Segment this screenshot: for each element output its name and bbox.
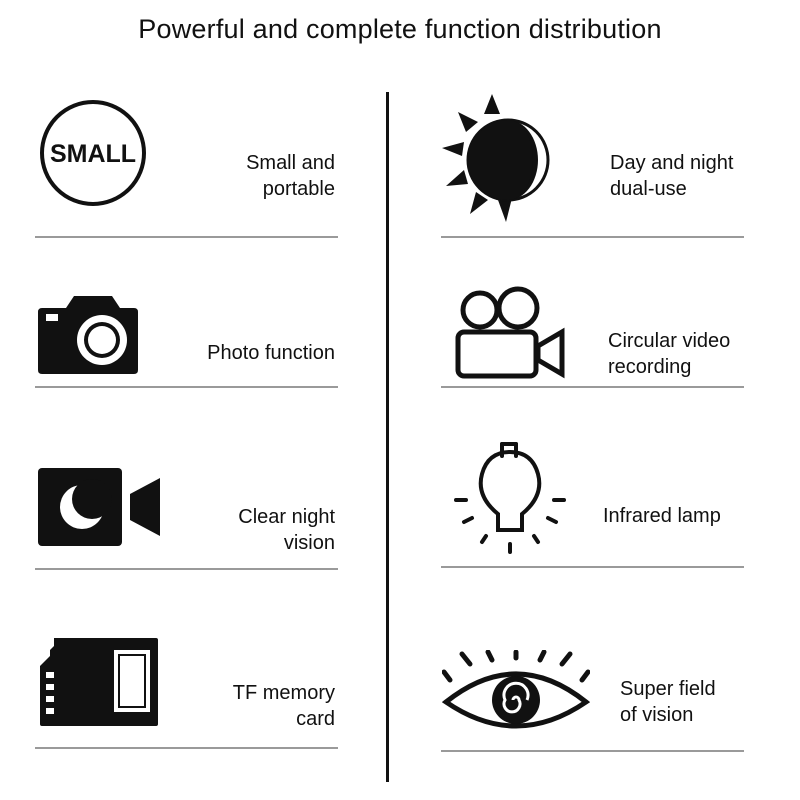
- feature-label-photo: Photo function: [207, 342, 335, 364]
- eye-icon: [441, 649, 591, 730]
- row-divider: [441, 386, 744, 388]
- row-divider: [35, 747, 338, 749]
- light-bulb-icon: [452, 440, 568, 556]
- small-badge-text: SMALL: [50, 140, 136, 168]
- center-divider: [386, 92, 389, 782]
- row-divider: [35, 568, 338, 570]
- sd-card-icon: [38, 636, 160, 728]
- feature-label-circular-video: Circular video recording: [608, 330, 731, 378]
- row-divider: [35, 236, 338, 238]
- feature-label-night-vision: Clear night vision: [238, 506, 335, 554]
- row-divider: [441, 566, 744, 568]
- video-camera-icon: [454, 286, 568, 382]
- feature-label-tf-card: TF memory card: [232, 682, 335, 730]
- row-divider: [35, 386, 338, 388]
- feature-label-day-night: Day and night dual-use: [610, 152, 734, 200]
- row-divider: [441, 236, 744, 238]
- feature-label-small-portable: Small and portable: [246, 152, 335, 200]
- camera-icon: [36, 292, 140, 376]
- page-title: Powerful and complete function distribut…: [138, 14, 662, 44]
- sun-moon-icon: [440, 92, 556, 224]
- small-badge-icon: SMALL: [38, 98, 148, 208]
- row-divider: [441, 750, 744, 752]
- night-video-icon: [36, 466, 164, 548]
- feature-label-field-of-vision: Super field of vision: [620, 678, 716, 726]
- feature-label-infrared: Infrared lamp: [603, 505, 721, 527]
